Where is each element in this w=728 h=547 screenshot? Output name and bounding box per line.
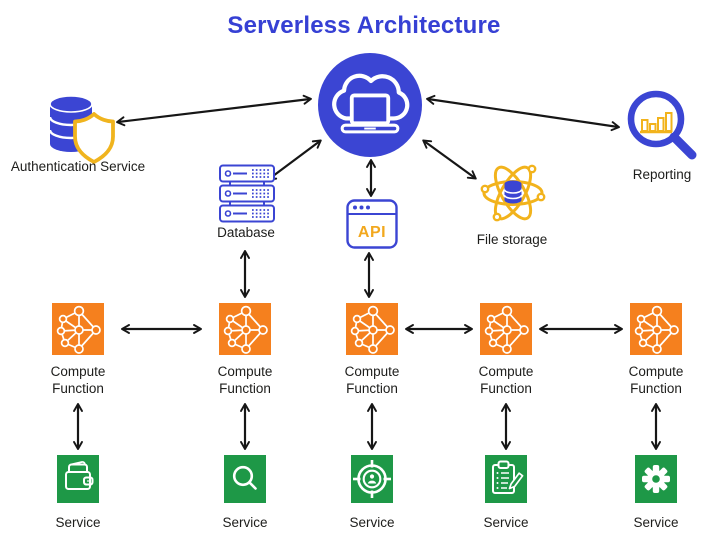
browser-window-icon: API: [346, 199, 398, 249]
compute-function-5: [630, 303, 682, 355]
compute-function-3: [346, 303, 398, 355]
atom-database-icon: [477, 156, 549, 230]
arrow-cloud-filestorage: [422, 139, 477, 180]
magnifier-chart-icon: [622, 86, 704, 170]
service-2-label: Service: [222, 515, 268, 530]
api-icon-text: API: [358, 224, 386, 241]
arrow-cloud-reporting: [426, 94, 620, 132]
network-graph-icon: [346, 303, 398, 355]
compute-function-1: [52, 303, 104, 355]
compute-function-2: [219, 303, 271, 355]
service-5: [635, 455, 677, 503]
page-title: Serverless Architecture: [227, 12, 501, 39]
service-3-label: Service: [349, 515, 395, 530]
compute-function-1-label: Compute Function: [50, 364, 106, 397]
service-2: [224, 455, 266, 503]
file-storage-label: File storage: [476, 232, 548, 247]
database-label: Database: [217, 225, 275, 240]
service-1-label: Service: [55, 515, 101, 530]
compute-function-2-label: Compute Function: [217, 364, 273, 397]
network-graph-icon: [52, 303, 104, 355]
service-4: [485, 455, 527, 503]
gear-icon: [635, 455, 677, 503]
service-4-label: Service: [483, 515, 529, 530]
authentication-service-label: Authentication Service: [10, 159, 146, 174]
arrow-auth-cloud: [116, 94, 312, 127]
checklist-pencil-icon: [485, 455, 527, 503]
service-3: [351, 455, 393, 503]
server-rack-icon: [218, 164, 276, 224]
database-shield-icon: [42, 92, 120, 164]
service-1: [57, 455, 99, 503]
compute-function-5-label: Compute Function: [628, 364, 684, 397]
arrow-cloud-database: [267, 139, 322, 181]
reporting-label: Reporting: [632, 167, 692, 182]
network-graph-icon: [480, 303, 532, 355]
wallet-icon: [57, 455, 99, 503]
cloud-laptop-icon: [322, 57, 418, 153]
compute-function-4-label: Compute Function: [478, 364, 534, 397]
service-5-label: Service: [633, 515, 679, 530]
cloud-hub: [318, 53, 422, 157]
target-user-icon: [351, 455, 393, 503]
network-graph-icon: [630, 303, 682, 355]
network-graph-icon: [219, 303, 271, 355]
search-icon: [224, 455, 266, 503]
compute-function-4: [480, 303, 532, 355]
compute-function-3-label: Compute Function: [344, 364, 400, 397]
